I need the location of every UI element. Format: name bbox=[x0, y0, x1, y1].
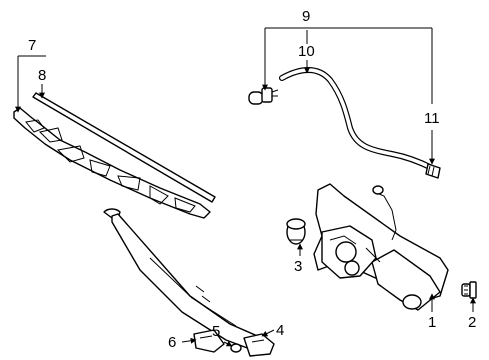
arm-cap bbox=[193, 329, 225, 353]
washer-hose-assembly bbox=[248, 67, 441, 179]
callout-labels: 7 8 9 10 11 1 2 3 4 5 6 bbox=[28, 8, 476, 351]
rubber-grommet bbox=[286, 218, 306, 245]
wiper-blade-assembly bbox=[13, 92, 216, 219]
callout-4: 4 bbox=[276, 322, 284, 339]
small-washer bbox=[230, 343, 242, 353]
callout-11: 11 bbox=[424, 110, 440, 127]
callout-1: 1 bbox=[428, 314, 436, 331]
callout-10: 10 bbox=[298, 43, 315, 60]
arm-head-nut bbox=[243, 333, 275, 357]
callout-7: 7 bbox=[28, 37, 36, 54]
leader-lines bbox=[15, 27, 476, 347]
wiper-arm-assembly bbox=[103, 208, 275, 357]
callout-9: 9 bbox=[302, 8, 310, 25]
callout-6: 6 bbox=[168, 334, 176, 351]
callout-3: 3 bbox=[294, 258, 302, 275]
callout-5: 5 bbox=[212, 323, 220, 340]
hose-connector bbox=[425, 163, 441, 179]
callout-8: 8 bbox=[38, 67, 46, 84]
mounting-bolt bbox=[461, 281, 477, 299]
callout-2: 2 bbox=[468, 314, 476, 331]
washer-nozzle bbox=[248, 87, 279, 105]
wiper-motor-assembly bbox=[286, 183, 477, 311]
